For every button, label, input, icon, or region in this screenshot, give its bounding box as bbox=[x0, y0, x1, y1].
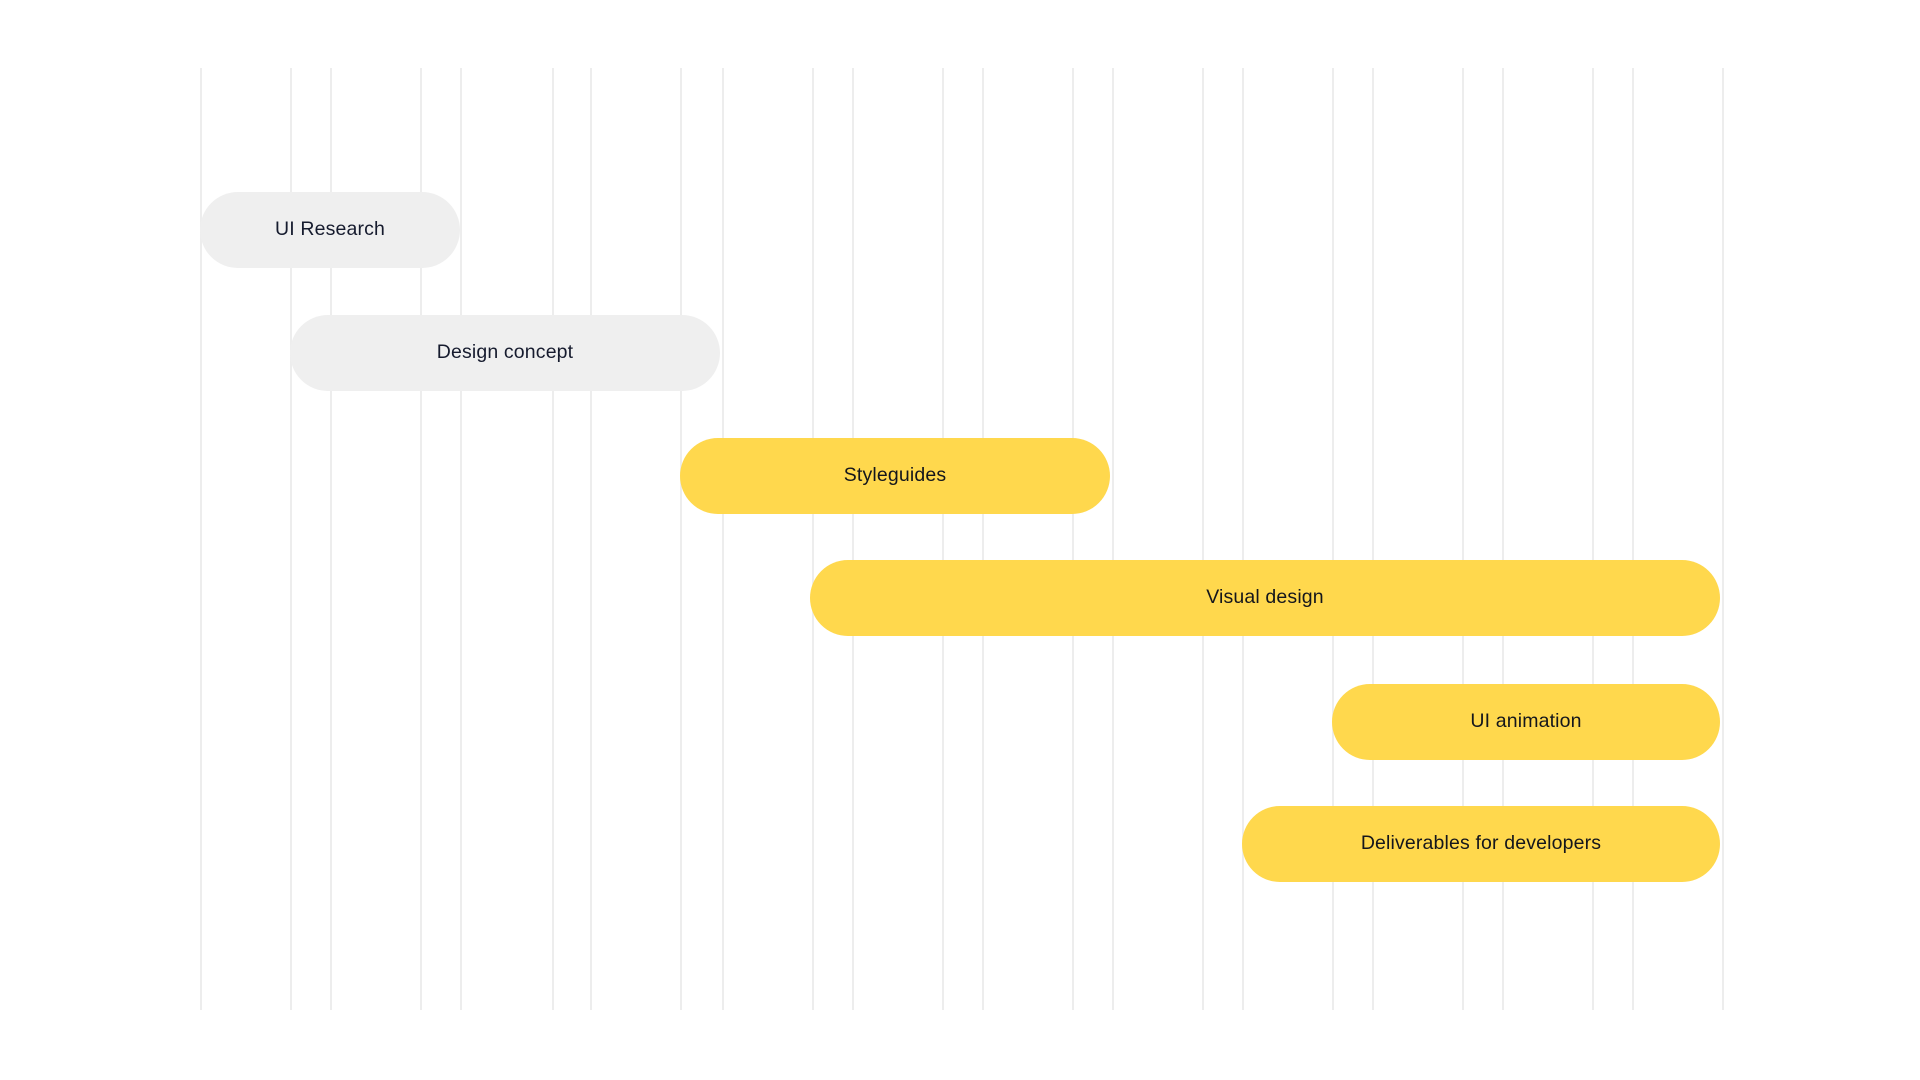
task-bar-label: Styleguides bbox=[843, 464, 947, 487]
task-bar-label: Design concept bbox=[436, 341, 574, 364]
task-bar[interactable]: Styleguides bbox=[680, 438, 1110, 514]
task-bar[interactable]: UI Research bbox=[200, 192, 460, 268]
task-bar[interactable]: UI animation bbox=[1332, 684, 1720, 760]
task-bar[interactable]: Deliverables for developers bbox=[1242, 806, 1720, 882]
task-bar-label: Deliverables for developers bbox=[1360, 832, 1602, 855]
task-bar[interactable]: Design concept bbox=[290, 315, 720, 391]
task-bar-label: UI Research bbox=[274, 218, 386, 241]
task-bar[interactable]: Visual design bbox=[810, 560, 1720, 636]
task-bar-label: UI animation bbox=[1470, 710, 1582, 733]
task-bar-label: Visual design bbox=[1206, 586, 1324, 609]
